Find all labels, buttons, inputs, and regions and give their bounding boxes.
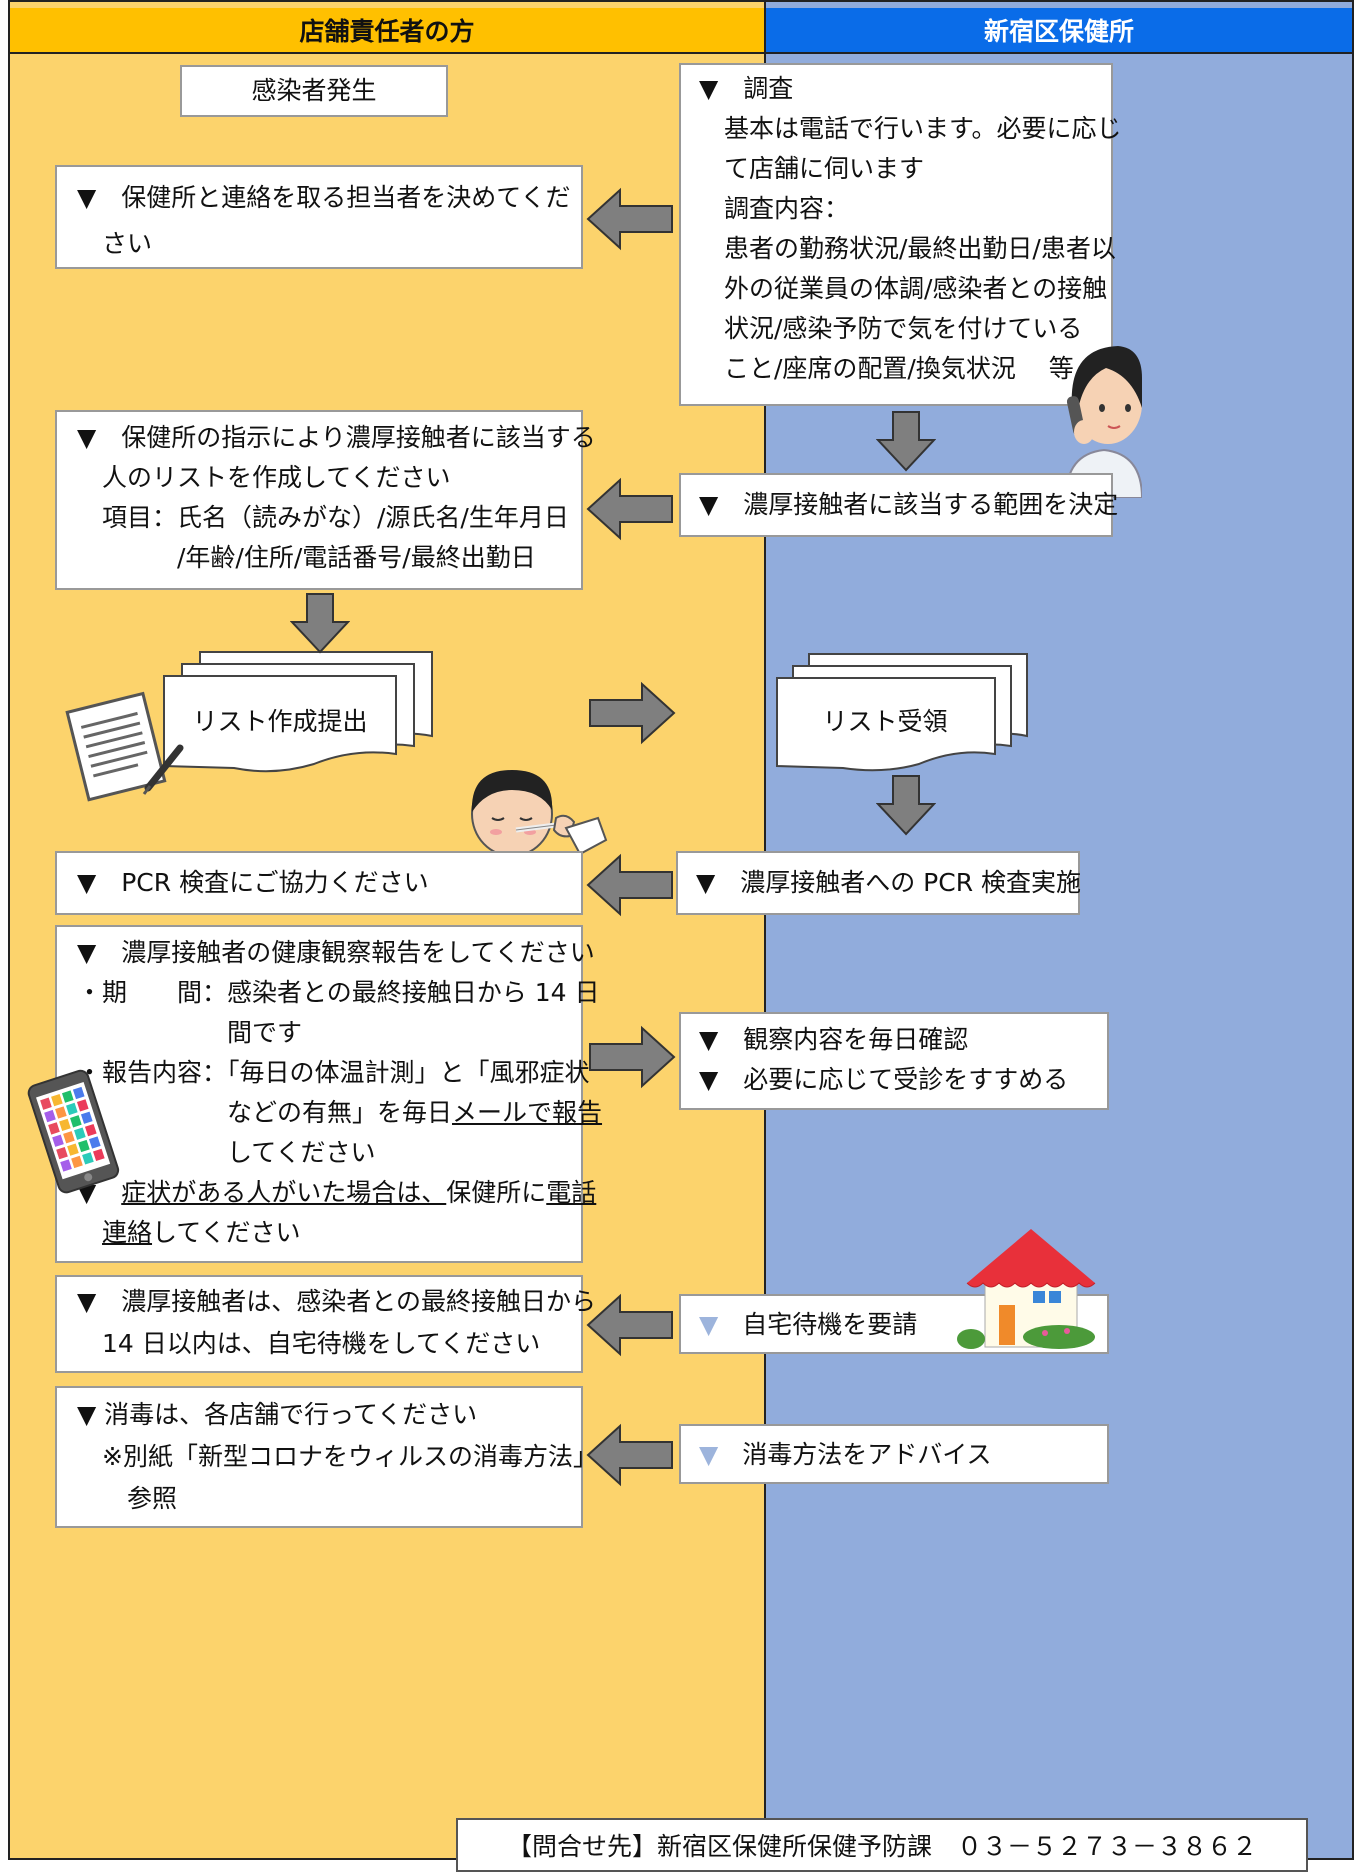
home-request-label: 自宅待機を要請: [742, 1310, 918, 1339]
health-line-8: 連絡してください: [77, 1213, 581, 1253]
disinfect-advice-triangle: ▼: [699, 1440, 719, 1469]
health-line-1: ▼ 濃厚接触者の健康観察報告をしてください: [77, 938, 595, 967]
document-pen-icon: [65, 691, 184, 802]
health-line-7: ▼ 症状がある人がいた場合は、保健所に電話: [77, 1173, 596, 1213]
disinfect-line-3: 参照: [77, 1484, 178, 1513]
arrow-down-icon: [290, 593, 350, 654]
disinfect-line-1: ▼ 消毒は、各店舗で行ってください: [77, 1400, 478, 1429]
list-submit-document: [163, 651, 433, 773]
list-line-1: ▼ 保健所の指示により濃厚接触者に該当する: [77, 423, 596, 452]
home-line-2: 14 日以内は、自宅待機をしてください: [77, 1329, 541, 1358]
health-line-6: してください: [77, 1138, 376, 1167]
survey-line-6: 外の従業員の体調/感染者との接触: [699, 274, 1108, 303]
survey-line-1: ▼ 調査: [699, 74, 794, 103]
survey-line-5: 患者の勤務状況/最終出勤日/患者以: [699, 234, 1116, 263]
list-submit-label: リスト作成提出: [192, 707, 368, 736]
health-line-2: ・期 間：感染者との最終接触日から 14 日: [77, 978, 600, 1007]
list-line-4: /年齢/住所/電話番号/最終出勤日: [77, 543, 536, 572]
survey-line-2: 基本は電話で行います。必要に応じ: [699, 114, 1122, 143]
health-line-3: 間です: [77, 1018, 303, 1047]
arrow-down-icon: [876, 411, 936, 472]
infection-occurrence-label: 感染者発生: [251, 76, 377, 105]
pcr-cooperate-box: ▼ PCR 検査にご協力ください: [55, 851, 583, 915]
list-instruction-box: ▼ 保健所の指示により濃厚接触者に該当する 人のリストを作成してください 項目：…: [55, 410, 596, 590]
phone-text: 電話: [546, 1178, 597, 1207]
survey-line-7: 状況/感染予防で気を付けている: [699, 314, 1083, 343]
arrow-right-icon: [589, 1025, 676, 1089]
arrow-down-icon: [876, 775, 936, 836]
disinfect-advice-label: 消毒方法をアドバイス: [742, 1440, 992, 1469]
store-header: 店舗責任者の方: [10, 8, 764, 54]
arrow-left-icon: [586, 187, 673, 251]
list-line-2: 人のリストを作成してください: [77, 463, 451, 492]
range-decision-label: ▼ 濃厚接触者に該当する範囲を決定: [699, 490, 1119, 519]
pcr-cooperate-label: ▼ PCR 検査にご協力ください: [77, 868, 429, 897]
contact-person-box: ▼ 保健所と連絡を取る担当者を決めてくだ さい: [55, 165, 583, 269]
pcr-test-label: ▼ 濃厚接触者への PCR 検査実施: [696, 868, 1082, 897]
list-receive-document: [776, 653, 1028, 772]
symptom-text: 症状がある人がいた場合は、: [121, 1178, 447, 1207]
disinfect-advice-box: ▼ 消毒方法をアドバイス: [679, 1424, 1109, 1484]
infection-occurrence-box: 感染者発生: [180, 65, 448, 117]
home-line-1: ▼ 濃厚接触者は、感染者との最終接触日から: [77, 1287, 596, 1316]
contact-line-2: さい: [77, 229, 153, 258]
house-icon: [957, 1229, 1096, 1349]
observe-line-2: ▼ 必要に応じて受診をすすめる: [699, 1065, 1069, 1094]
arrow-left-icon: [586, 853, 673, 917]
health-line-7-text: 保健所に: [446, 1178, 547, 1207]
pcr-test-box: ▼ 濃厚接触者への PCR 検査実施: [676, 851, 1082, 915]
range-decision-box: ▼ 濃厚接触者に該当する範囲を決定: [679, 473, 1119, 537]
observe-box: ▼ 観察内容を毎日確認 ▼ 必要に応じて受診をすすめる: [679, 1012, 1109, 1110]
health-report-box: ▼ 濃厚接触者の健康観察報告をしてください ・期 間：感染者との最終接触日から …: [55, 925, 602, 1263]
survey-line-4: 調査内容：: [699, 194, 850, 223]
email-report-text: メールで報告: [452, 1098, 603, 1127]
health-line-8-indent: [77, 1218, 102, 1247]
arrow-left-icon: [586, 477, 673, 541]
health-line-5: などの有無」を毎日メールで報告: [77, 1093, 602, 1133]
arrow-left-icon: [586, 1293, 673, 1357]
observe-line-1: ▼ 観察内容を毎日確認: [699, 1025, 969, 1054]
list-line-3: 項目：氏名（読みがな）/源氏名/生年月日: [77, 503, 569, 532]
disinfect-box: ▼ 消毒は、各店舗で行ってください ※別紙「新型コロナをウィルスの消毒方法」 参…: [55, 1386, 598, 1528]
health-line-4: ・報告内容：「毎日の体温計測」と「風邪症状: [77, 1058, 590, 1087]
survey-box: ▼ 調査 基本は電話で行います。必要に応じ て店舗に伺います 調査内容： 患者の…: [679, 63, 1122, 406]
contact-footer: 【問合せ先】新宿区保健所保健予防課 ０３－５２７３－３８６２: [456, 1818, 1308, 1872]
survey-line-3: て店舗に伺います: [699, 154, 925, 183]
smartphone-icon: [27, 1069, 120, 1194]
arrow-right-icon: [589, 681, 676, 745]
list-receive-label: リスト受領: [822, 707, 948, 736]
contact-line-1: ▼ 保健所と連絡を取る担当者を決めてくだ: [77, 183, 571, 212]
contact-text: 連絡: [102, 1218, 153, 1247]
arrow-left-icon: [586, 1423, 673, 1487]
survey-line-8: こと/座席の配置/換気状況 等: [699, 354, 1074, 383]
disinfect-line-2: ※別紙「新型コロナをウィルスの消毒方法」: [77, 1442, 598, 1471]
health-line-8-text: してください: [152, 1218, 301, 1247]
home-wait-box: ▼ 濃厚接触者は、感染者との最終接触日から 14 日以内は、自宅待機をしてくださ…: [55, 1275, 596, 1373]
health-line-5-text: などの有無」を毎日: [77, 1098, 453, 1127]
health-center-header: 新宿区保健所: [766, 8, 1352, 54]
home-request-triangle: ▼: [699, 1310, 719, 1339]
